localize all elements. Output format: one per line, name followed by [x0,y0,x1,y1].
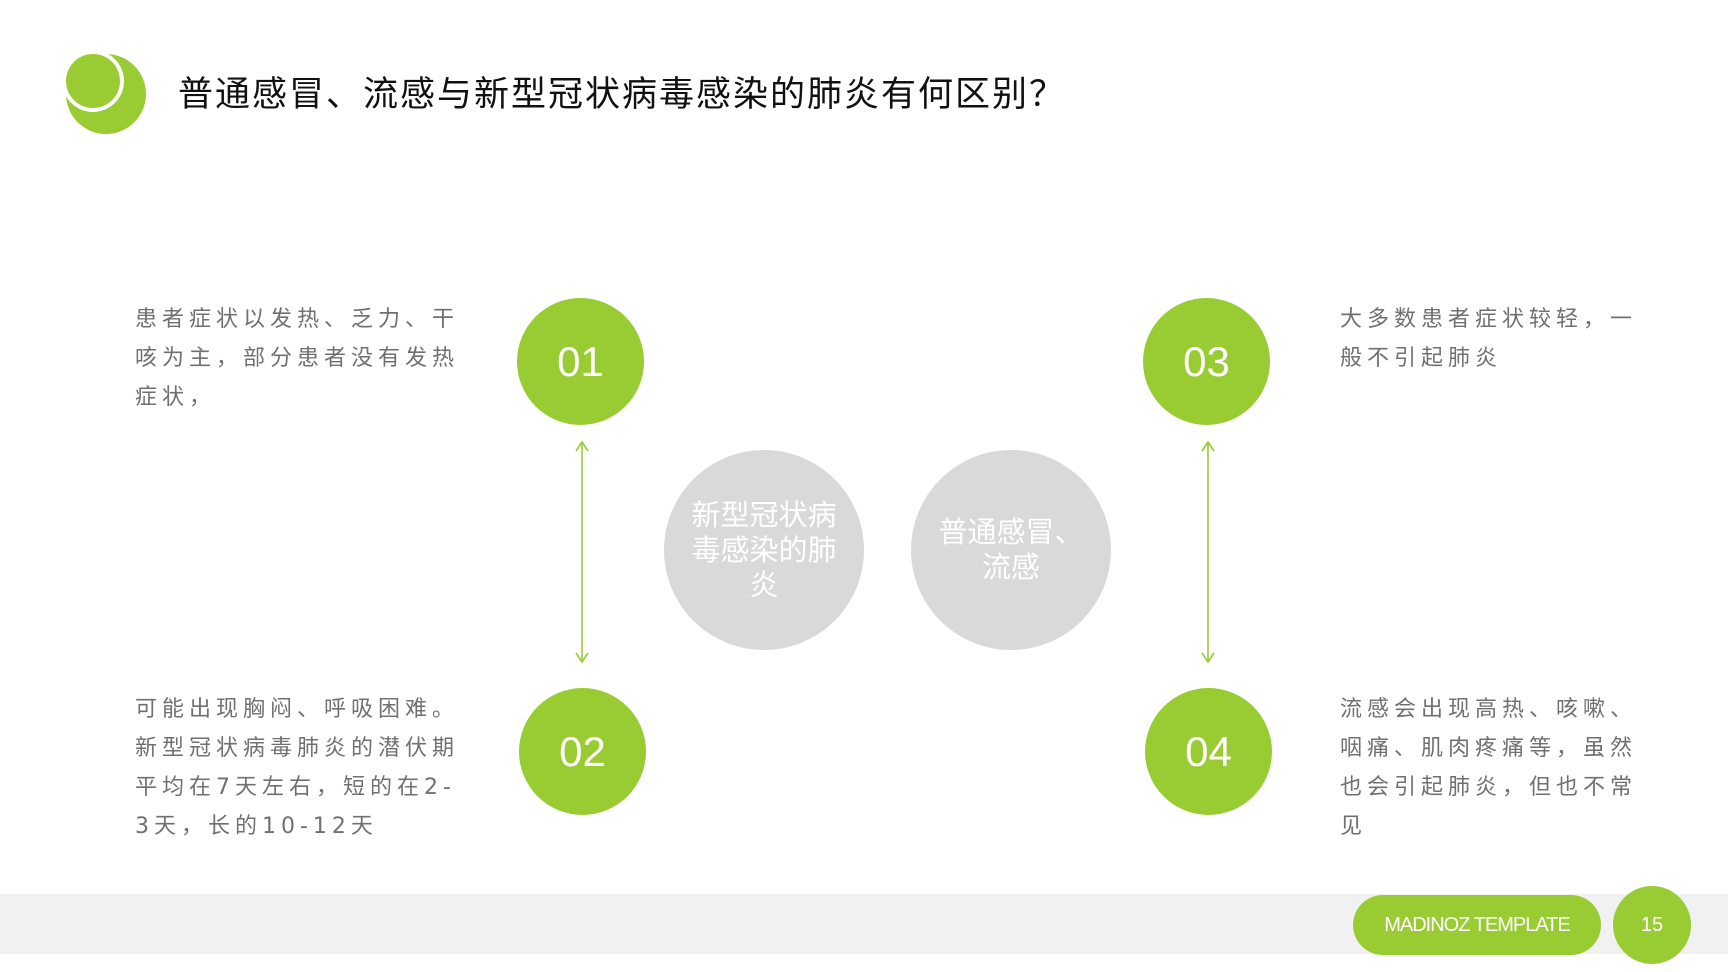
page-number-badge: 15 [1613,886,1691,964]
cold-flu-label: 普通感冒、流感 [938,515,1084,584]
step-04-circle: 04 [1145,688,1272,815]
cold-flu-circle: 普通感冒、流感 [911,450,1111,650]
covid-pneumonia-label: 新型冠状病毒感染的肺炎 [691,497,837,602]
step-02-number: 02 [559,727,606,775]
covid-pneumonia-circle: 新型冠状病毒感染的肺炎 [664,450,864,650]
page-title: 普通感冒、流感与新型冠状病毒感染的肺炎有何区别？ [178,75,1067,115]
step-04-number: 04 [1185,727,1232,775]
green-circles-logo-icon [62,50,146,134]
step-01-number: 01 [557,337,604,385]
footer-brand-pill: MADINOZ TEMPLATE [1353,895,1601,955]
step-04-description: 流感会出现高热、咳嗽、咽痛、肌肉疼痛等，虽然也会引起肺炎，但也不常见 [1340,697,1638,839]
step-03-description: 大多数患者症状较轻，一般不引起肺炎 [1340,307,1638,371]
step-02-description: 可能出现胸闷、呼吸困难。新型冠状病毒肺炎的潜伏期平均在7天左右，短的在2-3天，… [135,697,460,839]
step-03-circle: 03 [1143,298,1270,425]
step-01-circle: 01 [517,298,644,425]
step-02-circle: 02 [519,688,646,815]
footer-brand-label: MADINOZ TEMPLATE [1384,913,1571,936]
page-number: 15 [1640,913,1664,936]
step-01-description: 患者症状以发热、乏力、干咳为主，部分患者没有发热症状， [135,307,460,410]
step-03-number: 03 [1183,337,1230,385]
